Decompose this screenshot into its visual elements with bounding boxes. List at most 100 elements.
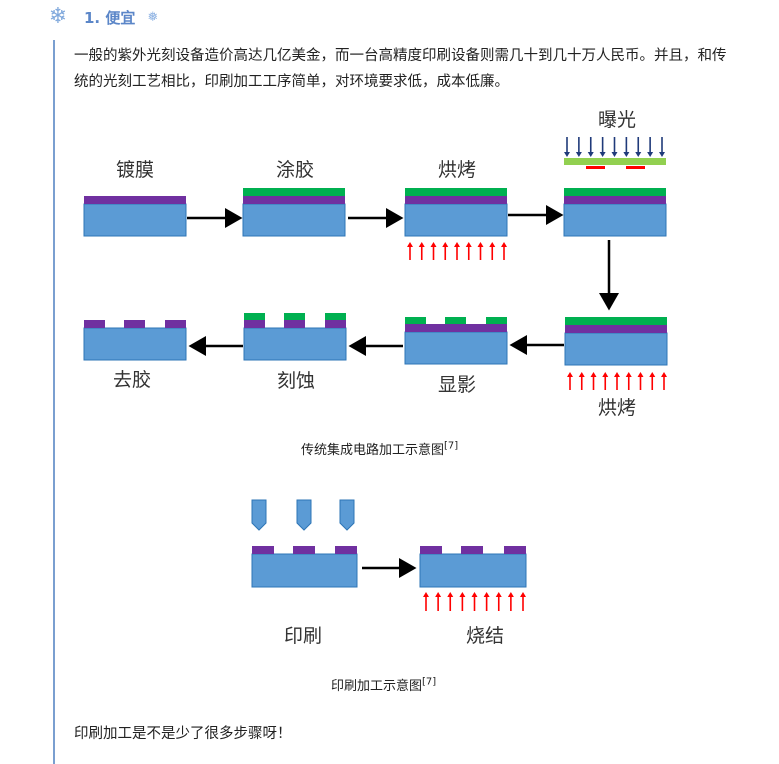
figure2-caption: 印刷加工示意图[7]: [331, 675, 436, 694]
heat-arrow-head: [435, 592, 442, 597]
light-arrow-head: [599, 152, 606, 157]
resist-layer: [565, 317, 667, 325]
heat-arrow-head: [471, 592, 478, 597]
film-pattern: [124, 320, 145, 328]
step-label-print: 印刷: [284, 625, 322, 647]
film-pattern: [325, 320, 346, 328]
film-layer: [565, 325, 667, 333]
step-label-exposure: 曝光: [598, 109, 636, 131]
print-nozzle: [251, 499, 267, 531]
light-arrow-head: [575, 152, 582, 157]
heat-arrow-head: [430, 242, 437, 247]
light-arrow-head: [564, 152, 570, 157]
resist-layer: [564, 188, 666, 196]
heat-arrow-head: [602, 372, 609, 377]
quote-border: [53, 40, 55, 764]
film-pattern: [84, 320, 105, 328]
print-nozzle: [339, 499, 355, 531]
heat-arrow-head: [477, 242, 484, 247]
step-label-bake1: 烘烤: [438, 159, 476, 181]
figure2-citation[interactable]: [7]: [422, 676, 437, 688]
printed-pattern: [293, 546, 315, 554]
print-nozzle: [296, 499, 312, 531]
wafer-substrate: [564, 332, 668, 366]
heat-arrow-head: [501, 242, 507, 247]
resist-pattern: [445, 317, 466, 324]
heat-arrow-head: [423, 592, 429, 597]
step-label-sinter: 烧结: [466, 625, 504, 647]
light-arrow-head: [647, 152, 654, 157]
figure1-caption-text: 传统集成电路加工示意图: [301, 443, 445, 458]
heat-arrow-head: [454, 242, 460, 247]
heat-arrow-head: [418, 242, 425, 247]
light-arrow-head: [611, 152, 618, 157]
wafer-substrate: [419, 553, 527, 588]
light-arrow-head: [623, 152, 630, 157]
heat-arrow-head: [483, 592, 490, 597]
wafer-substrate: [251, 553, 358, 588]
heat-arrow-head: [578, 372, 585, 377]
figure1-citation[interactable]: [7]: [444, 440, 459, 452]
printed-pattern: [335, 546, 357, 554]
section-heading: ❄ 1. 便宜 ❅: [46, 4, 158, 30]
printed-pattern: [420, 546, 442, 554]
closing-paragraph: 印刷加工是不是少了很多步骤呀！: [74, 726, 292, 742]
heat-arrow-head: [567, 372, 573, 377]
light-arrow-head: [587, 152, 594, 157]
heat-arrow-head: [407, 242, 413, 247]
heat-arrow-head: [465, 242, 472, 247]
printed-pattern: [252, 546, 274, 554]
step-label-etch: 刻蚀: [277, 370, 315, 392]
resist-pattern: [244, 313, 265, 320]
wafer-substrate: [242, 203, 346, 237]
heat-arrow-head: [459, 592, 466, 597]
photomask: [564, 158, 666, 165]
resist-pattern: [405, 317, 426, 324]
step-label-coating: 镀膜: [116, 159, 154, 181]
heat-arrow-head: [507, 592, 514, 597]
light-arrow-head: [659, 152, 665, 157]
heat-arrow-head: [495, 592, 502, 597]
film-layer: [564, 196, 666, 204]
wafer-substrate: [563, 203, 667, 237]
heat-arrow-head: [661, 372, 667, 377]
resist-pattern: [486, 317, 507, 324]
step-label-resist: 涂胶: [276, 159, 314, 181]
resist-pattern: [284, 313, 305, 320]
snowflake-small-icon: ❅: [147, 9, 159, 25]
film-layer: [405, 196, 507, 204]
section-title: 1. 便宜: [84, 8, 136, 27]
wafer-substrate: [404, 203, 508, 237]
film-pattern: [284, 320, 305, 328]
resist-layer: [405, 188, 507, 196]
film-layer: [84, 196, 186, 204]
wafer-substrate: [404, 331, 508, 365]
heat-arrow-head: [442, 242, 449, 247]
resist-layer: [243, 188, 345, 196]
wafer-substrate: [83, 327, 187, 361]
figure1-caption: 传统集成电路加工示意图[7]: [301, 439, 458, 458]
heat-arrow-head: [447, 592, 454, 597]
heat-arrow-head: [625, 372, 632, 377]
film-layer: [405, 324, 507, 332]
light-arrow-head: [635, 152, 642, 157]
figure2-caption-text: 印刷加工示意图: [331, 679, 423, 694]
printed-pattern: [504, 546, 526, 554]
film-pattern: [165, 320, 186, 328]
mask-pattern: [626, 166, 645, 169]
heat-arrow-head: [637, 372, 644, 377]
printed-pattern: [461, 546, 483, 554]
wafer-substrate: [83, 203, 187, 237]
step-label-bake2: 烘烤: [598, 397, 636, 419]
heat-arrow-head: [614, 372, 620, 377]
heat-arrow-head: [649, 372, 656, 377]
heat-arrow-head: [489, 242, 496, 247]
snowflake-icon: ❄: [48, 4, 68, 29]
intro-paragraph: 一般的紫外光刻设备造价高达几亿美金，而一台高精度印刷设备则需几十到几十万人民币。…: [74, 48, 727, 90]
step-label-develop: 显影: [438, 374, 476, 396]
film-pattern: [244, 320, 265, 328]
heat-arrow-head: [590, 372, 597, 377]
film-layer: [243, 196, 345, 204]
mask-pattern: [586, 166, 605, 169]
